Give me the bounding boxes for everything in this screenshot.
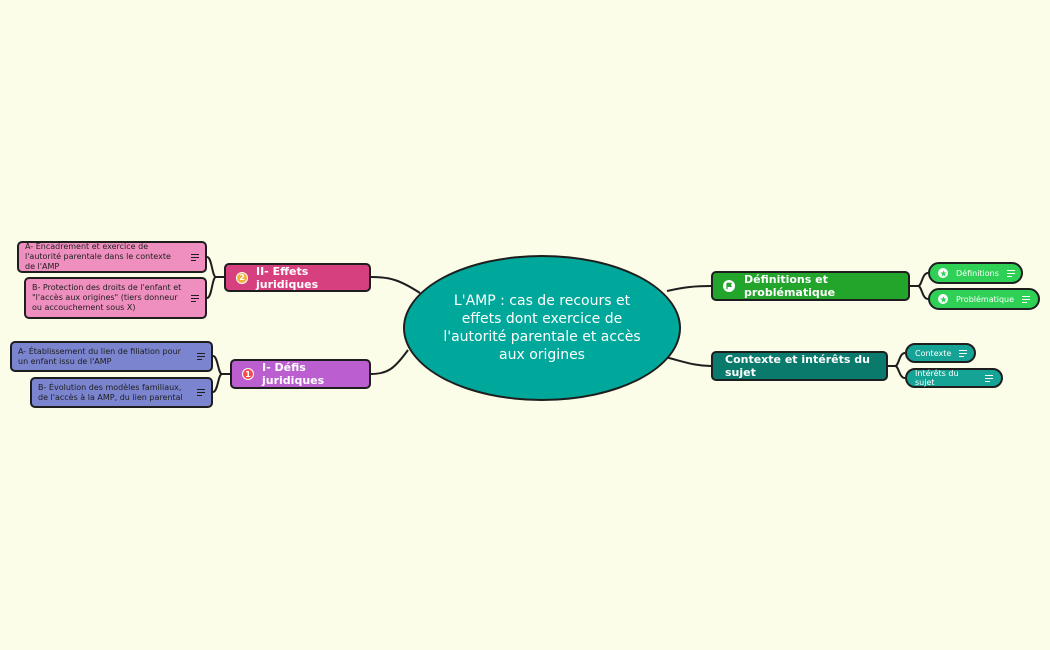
connector-defis-b [212,373,223,393]
priority-1-badge: 1 [242,368,254,380]
sub-problematique[interactable]: Problématique [928,288,1040,310]
connector-central-defis [370,349,409,375]
connector-central-contexte [664,356,712,367]
notes-icon [985,373,993,384]
leaf-protection-droits-enfant[interactable]: B- Protection des droits de l'enfant et … [24,277,207,319]
connector-effets-a [206,256,224,278]
notes-icon [197,351,205,362]
connector-central-effets [370,276,421,294]
notes-icon [197,387,205,398]
connector-definitions-a [910,272,929,287]
sub-label: Intérêts du sujet [915,369,959,387]
branch-label: Contexte et intérêts du sujet [725,353,870,379]
sub-label: Définitions [956,268,999,278]
central-topic[interactable]: L'AMP : cas de recours et effets dont ex… [403,255,681,401]
branch-defis-juridiques[interactable]: 1 I- Défis juridiques [230,359,371,389]
leaf-encadrement-autorite-parentale[interactable]: A- Encadrement et exercice de l'autorité… [17,241,207,273]
connector-effets-b [206,276,217,299]
branch-label: Définitions et problématique [744,273,836,299]
leaf-etablissement-lien-filiation[interactable]: A- Établissement du lien de filiation po… [10,341,213,372]
notes-icon [959,348,968,359]
leaf-label: A- Établissement du lien de filiation po… [18,346,181,366]
central-topic-label: L'AMP : cas de recours et effets dont ex… [443,293,641,363]
branch-label: II- Effets juridiques [256,264,319,291]
branch-definitions-problematique[interactable]: Définitions et problématique [711,271,910,301]
sub-interets-du-sujet[interactable]: Intérêts du sujet [905,368,1003,388]
branch-contexte-interets[interactable]: Contexte et intérêts du sujet [711,351,888,381]
sub-contexte[interactable]: Contexte [905,343,976,363]
branch-label: I- Défis juridiques [262,361,325,387]
sub-definitions[interactable]: Définitions [928,262,1023,284]
notes-icon [1022,294,1031,305]
connector-definitions-b [917,285,929,300]
connector-defis-a [212,355,230,375]
notes-icon [191,252,199,263]
leaf-label: A- Encadrement et exercice de l'autorité… [25,242,171,271]
leaf-label: B- Protection des droits de l'enfant et … [32,283,182,312]
flag-icon [723,280,735,292]
leaf-evolution-modeles-familiaux[interactable]: B- Évolution des modèles familiaux, de l… [30,377,213,408]
notes-icon [1006,268,1015,279]
sub-label: Problématique [956,294,1015,304]
leaf-label: B- Évolution des modèles familiaux, de l… [38,382,183,402]
branch-effets-juridiques[interactable]: 2 II- Effets juridiques [224,263,371,292]
priority-2-badge: 2 [236,271,248,284]
connector-contexte-b [894,365,906,379]
notes-icon [191,293,199,304]
connector-contexte-a [888,352,906,367]
star-icon [938,268,948,278]
star-icon [938,294,948,304]
sub-label: Contexte [915,348,952,358]
connector-central-definitions [666,285,712,292]
